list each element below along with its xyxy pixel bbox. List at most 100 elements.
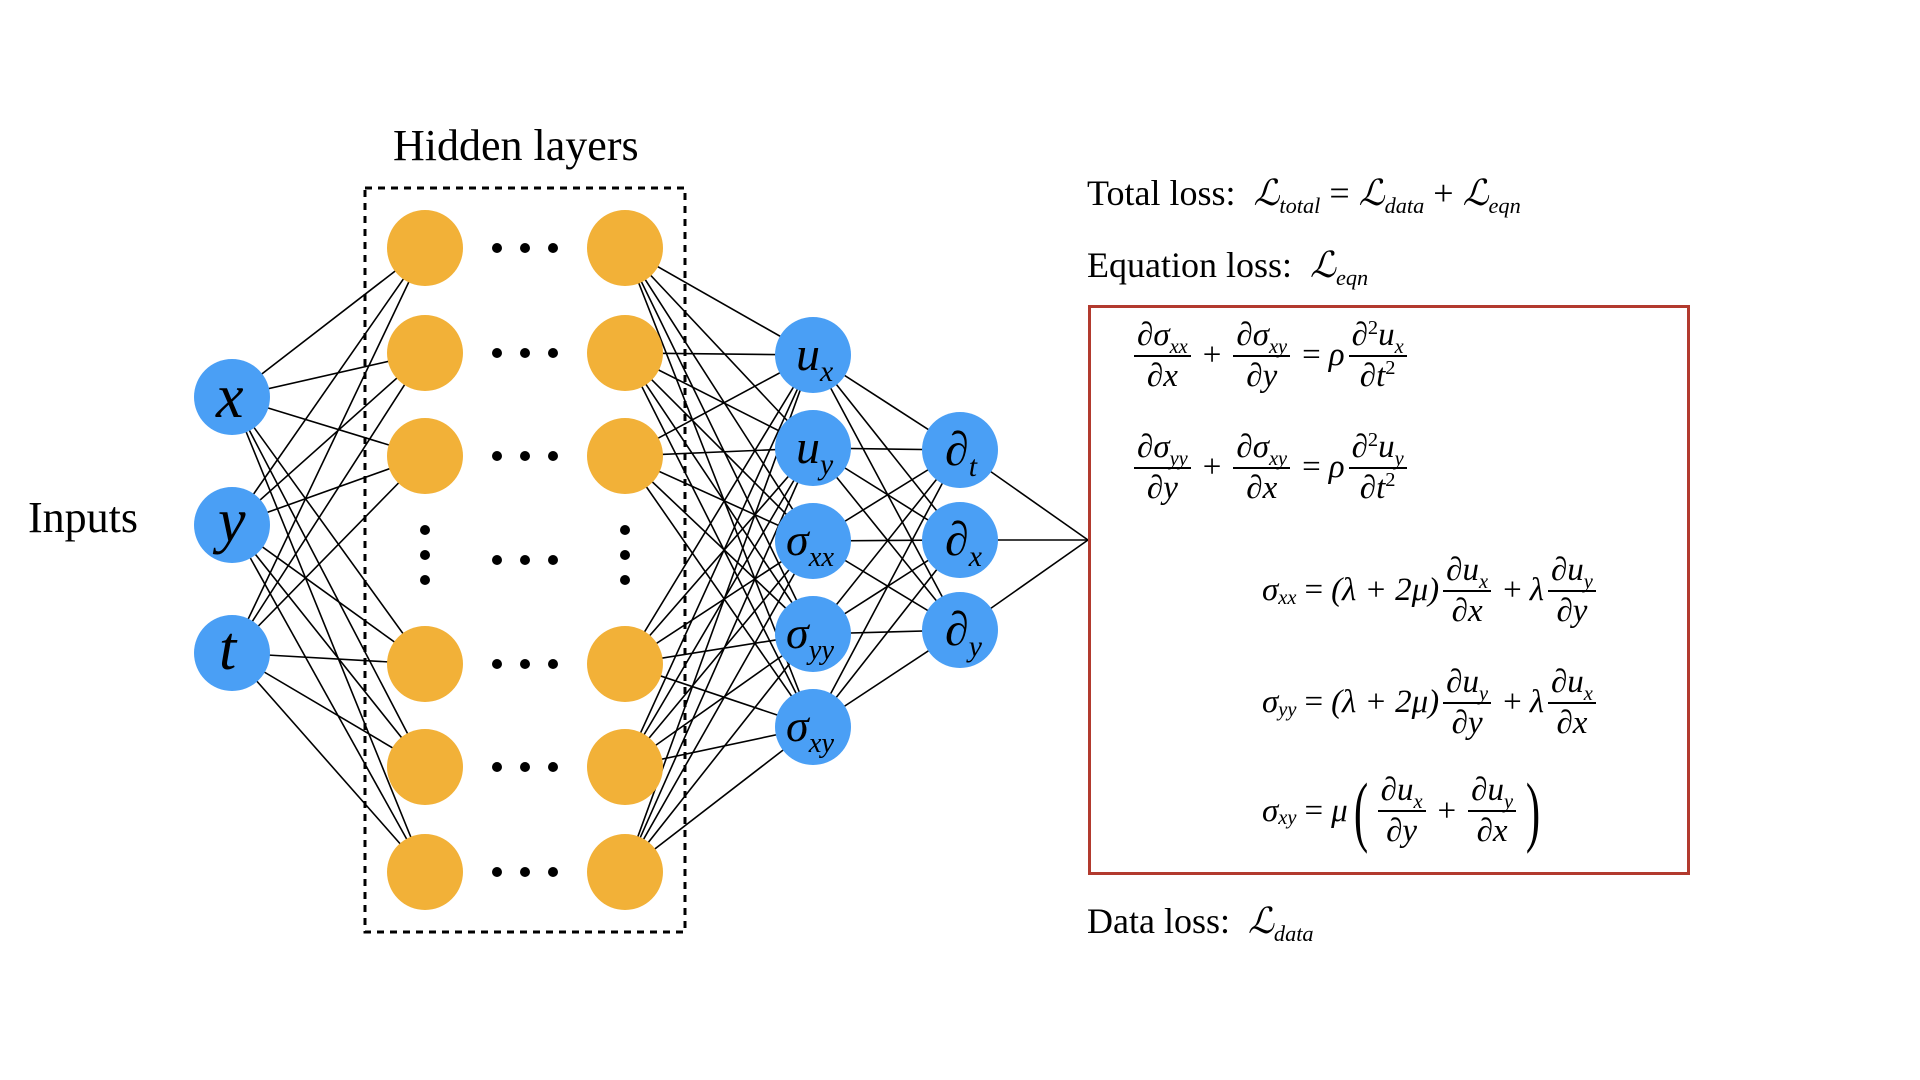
- ellipsis-dot: [492, 348, 502, 358]
- data-loss-line: Data loss: ℒdata: [1087, 901, 1314, 947]
- hidden-node: [387, 418, 463, 494]
- hidden-node: [587, 315, 663, 391]
- hidden-to-output-edge: [624, 455, 814, 728]
- hidden-to-output-edge: [624, 354, 814, 768]
- ellipsis-dot: [620, 550, 630, 560]
- network-nodes: [194, 210, 998, 910]
- input-to-hidden-edge: [231, 247, 426, 526]
- equation-loss-box: [1088, 305, 1690, 875]
- ellipsis-dot: [548, 762, 558, 772]
- ellipsis-dot: [548, 451, 558, 461]
- input-node: [194, 487, 270, 563]
- ellipsis-dot: [520, 451, 530, 461]
- momentum-equation-y: ∂σyy∂y + ∂σxy∂x = ρ ∂2uy∂t2: [1130, 429, 1411, 505]
- input-to-hidden-edge: [231, 652, 426, 873]
- hidden-to-output-edge: [624, 352, 814, 635]
- input-node-label-x: x: [216, 363, 244, 431]
- output-node-label-sxx: σxx: [786, 514, 835, 573]
- input-to-hidden-edge: [231, 524, 426, 873]
- input-to-hidden-edge: [231, 396, 426, 665]
- ellipsis-dot: [520, 762, 530, 772]
- output-node-label-sxy: σxy: [786, 700, 835, 759]
- derivative-node-label-y: ∂y: [945, 603, 982, 664]
- hidden-to-output-edge: [624, 447, 814, 873]
- output-node: [775, 689, 851, 765]
- hidden-node: [587, 834, 663, 910]
- hidden-node: [587, 729, 663, 805]
- input-node-label-t: t: [219, 615, 237, 683]
- hidden-to-output-edge: [624, 352, 814, 728]
- equation-loss-line: Equation loss: ℒeqn: [1087, 245, 1369, 291]
- hidden-layers-title: Hidden layers: [393, 121, 639, 170]
- input-to-hidden-edge: [231, 352, 426, 526]
- input-to-hidden-edge: [231, 524, 426, 768]
- output-node: [775, 317, 851, 393]
- output-to-derivative-edge: [812, 539, 961, 728]
- output-to-derivative-edge: [812, 354, 961, 541]
- output-to-derivative-edge: [812, 354, 961, 631]
- hidden-layers-box: [363, 186, 687, 934]
- input-to-hidden-edge: [231, 247, 426, 654]
- hidden-to-output-edge: [624, 540, 814, 873]
- input-to-hidden-edge: [231, 247, 426, 398]
- ellipsis-dot: [548, 867, 558, 877]
- input-to-hidden-edge: [231, 396, 426, 873]
- input-node: [194, 359, 270, 435]
- hidden-to-output-edge: [624, 352, 814, 542]
- ellipsis-dot: [620, 575, 630, 585]
- hidden-to-output-edge: [624, 633, 814, 768]
- output-node: [775, 410, 851, 486]
- input-to-hidden-edge: [231, 524, 426, 665]
- output-to-derivative-edge: [812, 449, 961, 728]
- hidden-node: [587, 210, 663, 286]
- ellipsis-dot: [492, 867, 502, 877]
- derivative-node: [922, 592, 998, 668]
- hidden-to-output-edge: [624, 247, 814, 635]
- total-loss-line: Total loss: ℒtotal = ℒdata + ℒeqn: [1087, 173, 1521, 219]
- input-to-hidden-edge: [231, 352, 426, 654]
- derivative-node-label-x: ∂x: [945, 513, 982, 574]
- ellipsis-dot: [548, 243, 558, 253]
- input-node: [194, 615, 270, 691]
- ellipsis-dot: [492, 659, 502, 669]
- derivative-node-label-t: ∂t: [945, 423, 977, 484]
- ellipsis-dot: [520, 243, 530, 253]
- ellipsis-dot: [548, 659, 558, 669]
- hidden-node: [587, 418, 663, 494]
- hidden-node: [587, 626, 663, 702]
- output-node: [775, 596, 851, 672]
- ellipsis-dot: [520, 555, 530, 565]
- ellipsis-dot: [420, 575, 430, 585]
- hidden-to-output-edge: [624, 455, 814, 635]
- ellipsis-dot: [520, 348, 530, 358]
- hidden-node: [387, 210, 463, 286]
- hidden-to-output-edge: [624, 247, 814, 542]
- input-node-label-y: y: [218, 487, 246, 555]
- hidden-node: [387, 626, 463, 702]
- output-to-derivative-edge: [812, 447, 961, 631]
- ellipsis-dot: [520, 867, 530, 877]
- ellipsis-dot: [420, 525, 430, 535]
- hidden-to-output-edge: [624, 354, 814, 665]
- ellipsis-dot: [548, 555, 558, 565]
- inputs-label: Inputs: [28, 493, 138, 542]
- ellipsis-dot: [520, 659, 530, 669]
- ellipsis-dot: [492, 451, 502, 461]
- input-to-hidden-edge: [231, 396, 426, 768]
- ellipsis-dot: [492, 762, 502, 772]
- hidden-to-output-edge: [624, 447, 814, 665]
- output-node: [775, 503, 851, 579]
- hidden-to-output-edge: [624, 247, 814, 449]
- hidden-node: [387, 834, 463, 910]
- output-to-derivative-edge: [812, 449, 961, 635]
- output-node-label-syy: σyy: [786, 607, 835, 666]
- hidden-to-output-edge: [624, 447, 814, 768]
- derivative-node: [922, 502, 998, 578]
- output-node-label-uy: uy: [796, 421, 834, 482]
- ellipsis-dot: [492, 555, 502, 565]
- hidden-to-output-edge: [624, 540, 814, 768]
- ellipsis-dot: [492, 243, 502, 253]
